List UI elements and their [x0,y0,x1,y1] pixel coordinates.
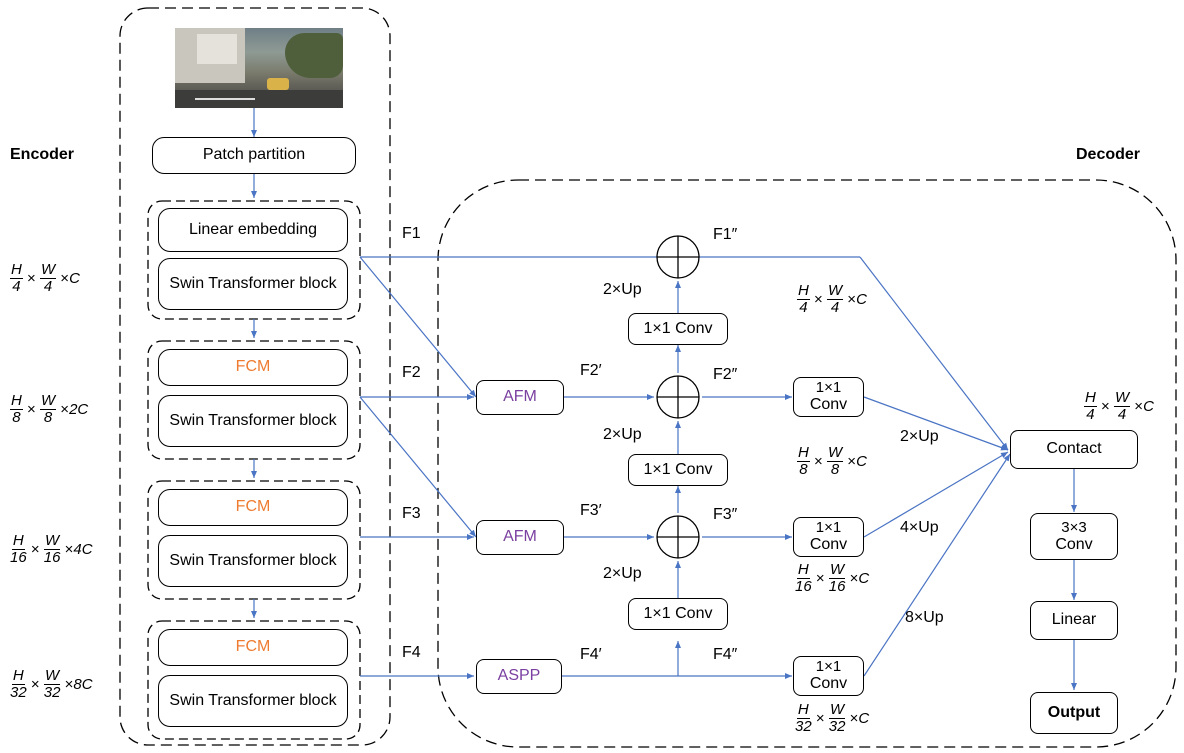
label-f4p: F4′ [580,646,602,663]
afm-box-1: AFM [476,380,564,415]
label-up4-right: 4×Up [900,519,939,536]
label-f2pp: F2″ [713,366,738,383]
label-f1: F1 [402,225,421,242]
add-node-2 [656,375,700,419]
afm-box-2: AFM [476,520,564,555]
label-up-mid-1: 2×Up [603,281,642,298]
fcm-box-2: FCM [158,489,348,526]
label-up2-right: 2×Up [900,428,939,445]
output-box: Output [1030,692,1118,734]
fcm-box-3: FCM [158,629,348,666]
contact-box: Contact [1010,430,1138,469]
swin-block-3: Swin Transformer block [158,535,348,587]
encoder-heading: Encoder [10,146,75,163]
label-up-mid-3: 2×Up [603,565,642,582]
stage4-group [147,620,361,740]
label-f3p: F3′ [580,502,602,519]
label-f4pp: F4″ [713,646,738,663]
add-node-3 [656,515,700,559]
label-up-mid-2: 2×Up [603,426,642,443]
swin-block-1: Swin Transformer block [158,258,348,310]
encoder-region [119,7,391,746]
label-f4: F4 [402,644,421,661]
conv1x1-mid-3: 1×1 Conv [628,598,728,630]
swin-block-4: Swin Transformer block [158,675,348,727]
decoder-heading: Decoder [1076,146,1141,163]
label-f2p: F2′ [580,362,602,379]
fcm-box-1: FCM [158,349,348,386]
conv1x1-mid-2: 1×1 Conv [628,454,728,486]
label-f2: F2 [402,364,421,381]
label-f3: F3 [402,505,421,522]
swin-block-2: Swin Transformer block [158,395,348,447]
linear-embedding-box: Linear embedding [158,208,348,252]
aspp-box: ASPP [476,659,562,694]
label-f3pp: F3″ [713,506,738,523]
add-node-1 [656,235,700,279]
patch-partition-box: Patch partition [152,137,356,174]
input-street-image [175,28,343,108]
label-up8-right: 8×Up [905,609,944,626]
linear-box: Linear [1030,601,1118,640]
label-f1pp: F1″ [713,226,738,243]
conv1x1-mid-1: 1×1 Conv [628,313,728,345]
decoder-region [437,179,1177,748]
